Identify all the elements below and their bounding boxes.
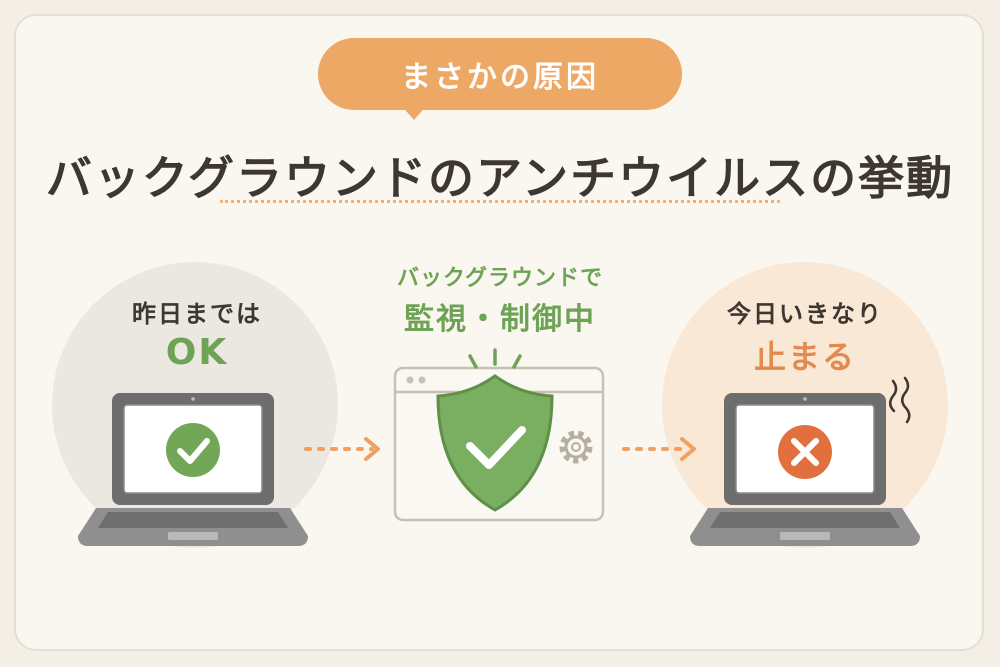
x-circle-icon: [778, 425, 832, 479]
shield-check-icon: [436, 348, 554, 512]
middle-panel-status: 監視・制御中: [404, 302, 596, 337]
dotted-arrow-right-icon: [622, 437, 696, 461]
dotted-arrow-right-icon: [304, 437, 380, 461]
shake-lines-icon: [889, 376, 911, 424]
check-circle-icon: [166, 423, 220, 477]
left-panel-caption: 昨日までは: [132, 300, 262, 328]
middle-panel-caption: バックグラウンドで: [396, 266, 604, 291]
gear-icon: [559, 430, 593, 464]
right-panel-caption: 今日いきなり: [727, 300, 883, 328]
left-panel-status: OK: [165, 332, 229, 373]
page-title: バックグラウンドのアンチウイルスの挙動: [45, 151, 955, 205]
badge-pointer: [400, 104, 428, 120]
cause-badge: まさかの原因: [318, 38, 682, 110]
title-divider: [220, 200, 780, 203]
right-panel-status: 止まる: [753, 338, 856, 376]
